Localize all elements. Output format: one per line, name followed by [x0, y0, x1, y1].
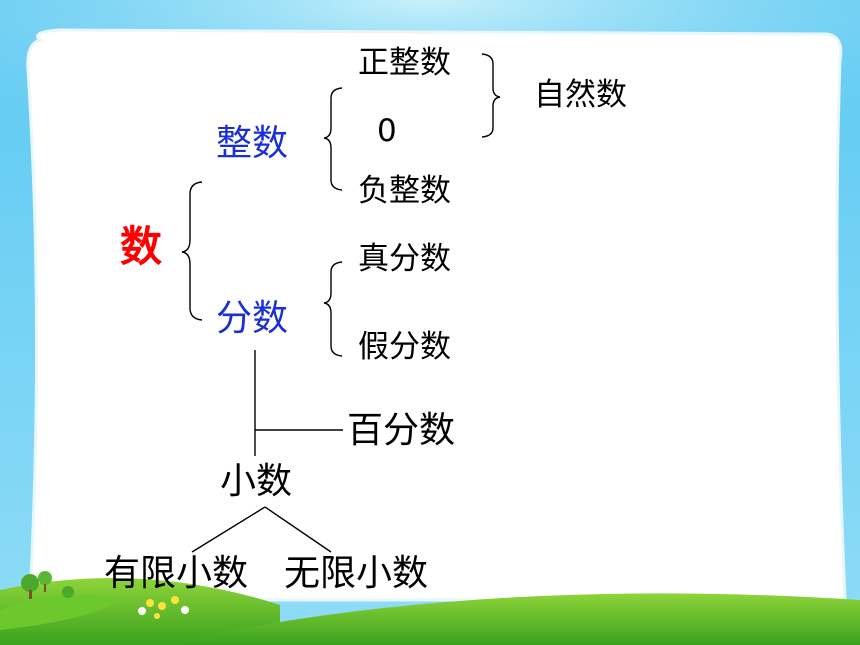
natural-brace [481, 53, 501, 138]
percent-label: 百分数 [347, 410, 456, 451]
finite-branch [191, 506, 266, 553]
root-label: 数 [120, 222, 163, 271]
root-brace [181, 181, 203, 321]
negative-integer-label: 负整数 [358, 173, 451, 209]
positive-integer-label: 正整数 [358, 45, 451, 81]
hill-far-left [0, 594, 120, 630]
zero-label: 0 [377, 113, 397, 149]
fraction-brace [323, 261, 343, 357]
integer-brace [323, 87, 343, 191]
finite-decimal-label: 有限小数 [104, 553, 249, 594]
infinite-decimal-label: 无限小数 [284, 553, 429, 594]
infinite-branch [264, 506, 332, 553]
hill-right [160, 593, 860, 645]
content-panel [26, 28, 847, 602]
fraction-label: 分数 [216, 298, 289, 339]
decimal-label: 小数 [220, 461, 293, 502]
natural-number-label: 自然数 [534, 77, 627, 113]
trees [21, 571, 74, 599]
improper-fraction-label: 假分数 [358, 329, 451, 365]
flowers [138, 596, 189, 619]
proper-fraction-label: 真分数 [358, 241, 451, 277]
integer-label: 整数 [216, 123, 289, 164]
